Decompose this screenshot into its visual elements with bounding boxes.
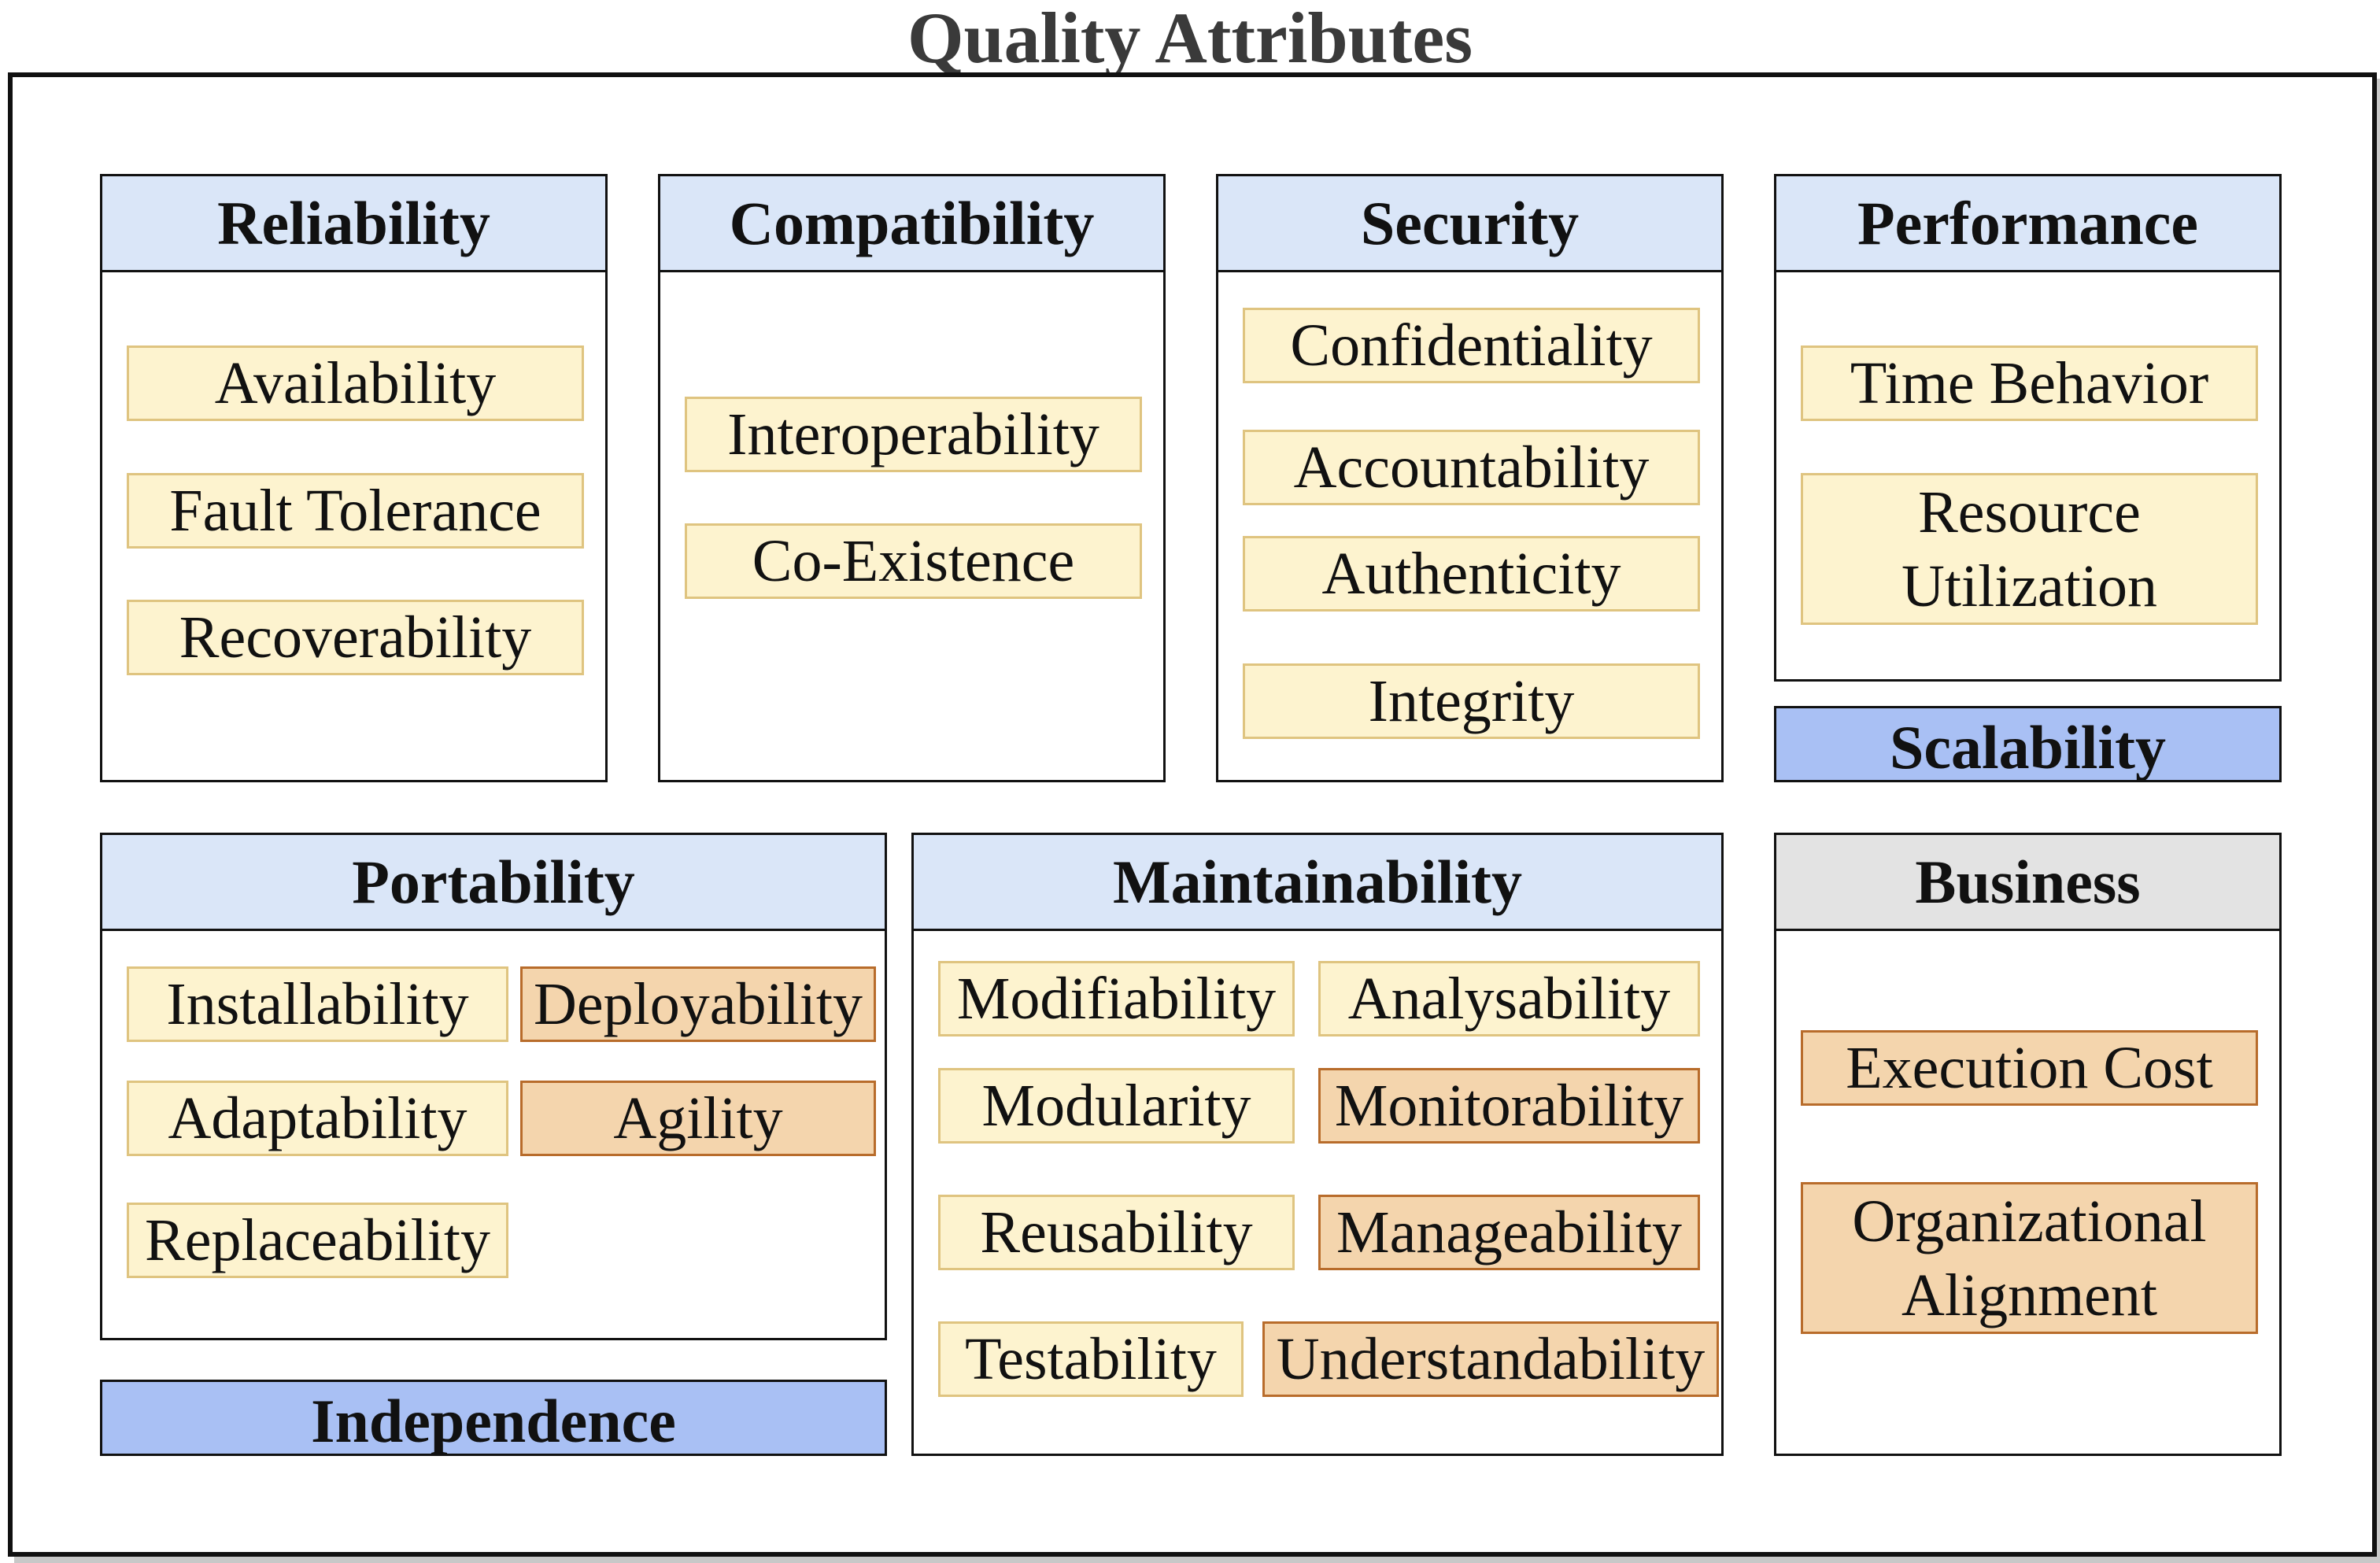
- panel-security: Security Confidentiality Accountability …: [1216, 174, 1724, 782]
- panel-header-compatibility: Compatibility: [660, 176, 1163, 272]
- item-modularity: Modularity: [938, 1068, 1295, 1144]
- item-adaptability: Adaptability: [127, 1081, 508, 1156]
- item-replaceability: Replaceability: [127, 1203, 508, 1278]
- panel-performance: Performance Time Behavior Resource Utili…: [1774, 174, 2282, 682]
- item-execution-cost: Execution Cost: [1801, 1030, 2258, 1106]
- independence-bar: Independence: [100, 1380, 887, 1456]
- panel-header-performance: Performance: [1776, 176, 2279, 272]
- item-understandability: Understandability: [1262, 1321, 1719, 1397]
- item-agility: Agility: [520, 1081, 876, 1156]
- item-co-existence: Co-Existence: [685, 523, 1142, 599]
- panel-header-portability: Portability: [102, 835, 885, 931]
- item-installability: Installability: [127, 966, 508, 1042]
- item-resource-utilization: Resource Utilization: [1801, 473, 2258, 625]
- item-time-behavior: Time Behavior: [1801, 345, 2258, 421]
- item-fault-tolerance: Fault Tolerance: [127, 473, 584, 549]
- item-integrity: Integrity: [1243, 663, 1700, 739]
- panel-business: Business Execution Cost Organizational A…: [1774, 833, 2282, 1456]
- item-organizational-alignment: Organizational Alignment: [1801, 1182, 2258, 1334]
- item-modifiability: Modifiability: [938, 961, 1295, 1036]
- item-deployability: Deployability: [520, 966, 876, 1042]
- quality-attributes-frame: Reliability Availability Fault Tolerance…: [8, 72, 2377, 1557]
- panel-portability: Portability Installability Deployability…: [100, 833, 887, 1340]
- item-manageability: Manageability: [1318, 1195, 1700, 1270]
- item-accountability: Accountability: [1243, 430, 1700, 505]
- panel-header-maintainability: Maintainability: [914, 835, 1721, 931]
- panel-header-business: Business: [1776, 835, 2279, 931]
- panel-compatibility: Compatibility Interoperability Co-Existe…: [658, 174, 1166, 782]
- panel-header-security: Security: [1218, 176, 1721, 272]
- scalability-bar: Scalability: [1774, 706, 2282, 782]
- item-interoperability: Interoperability: [685, 397, 1142, 472]
- item-testability: Testability: [938, 1321, 1244, 1397]
- item-confidentiality: Confidentiality: [1243, 308, 1700, 383]
- diagram-title: Quality Attributes: [907, 0, 1473, 78]
- panel-header-reliability: Reliability: [102, 176, 605, 272]
- item-recoverability: Recoverability: [127, 600, 584, 675]
- item-analysability: Analysability: [1318, 961, 1700, 1036]
- item-monitorability: Monitorability: [1318, 1068, 1700, 1144]
- item-reusability: Reusability: [938, 1195, 1295, 1270]
- panel-reliability: Reliability Availability Fault Tolerance…: [100, 174, 608, 782]
- panel-maintainability: Maintainability Modifiability Analysabil…: [911, 833, 1724, 1456]
- item-authenticity: Authenticity: [1243, 536, 1700, 612]
- item-availability: Availability: [127, 345, 584, 421]
